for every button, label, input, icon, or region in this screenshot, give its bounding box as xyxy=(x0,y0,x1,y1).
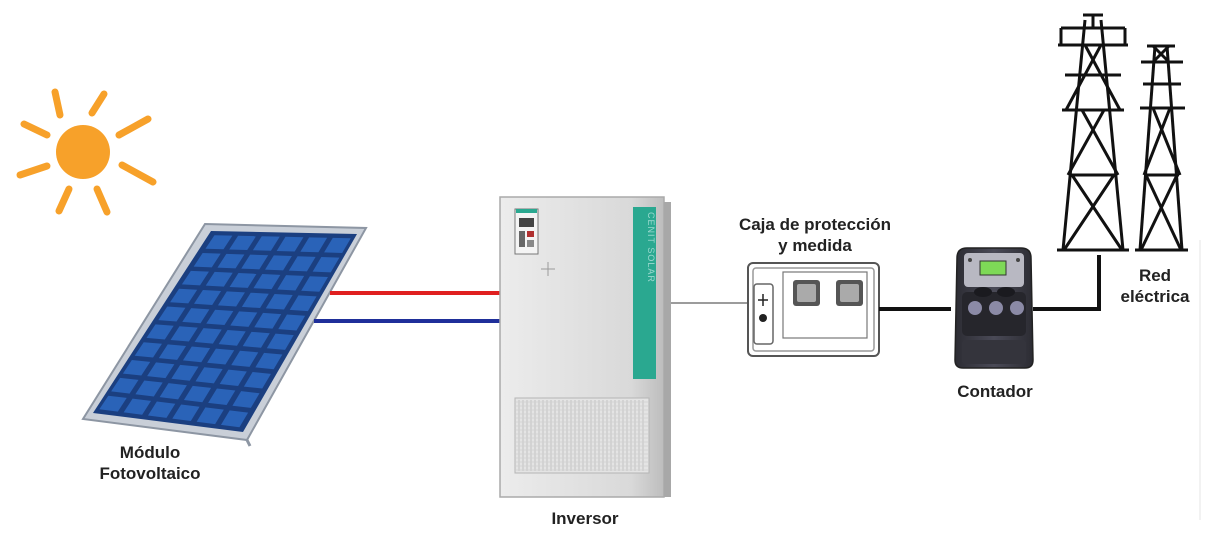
meter-to-grid-wire xyxy=(1033,255,1101,311)
solar-cell xyxy=(183,385,212,403)
inverter-vent xyxy=(516,400,648,471)
solar-cell xyxy=(300,237,328,253)
solar-cell xyxy=(158,344,187,360)
solar-cell xyxy=(159,383,187,400)
solar-cell xyxy=(277,275,305,291)
solar-cells xyxy=(99,235,351,428)
transmission-tower-large xyxy=(1057,13,1129,252)
solar-cell xyxy=(171,364,199,381)
label-grid: Red eléctrica xyxy=(1105,265,1205,307)
solar-cell xyxy=(205,271,233,287)
inverter-cabinet: CENIT SOLAR xyxy=(499,196,671,498)
solar-cell xyxy=(194,328,222,344)
solar-cell xyxy=(99,395,127,412)
label-protection-box: Caja de protección y medida xyxy=(715,214,915,256)
solar-cell xyxy=(312,257,340,273)
solar-cell xyxy=(218,329,246,346)
solar-cell xyxy=(195,367,223,384)
solar-cell xyxy=(265,255,292,271)
solar-cell xyxy=(122,360,151,376)
solar-cell xyxy=(220,410,249,428)
solar-cell xyxy=(194,290,222,305)
label-inverter: Inversor xyxy=(551,509,619,528)
solar-cell xyxy=(276,236,304,252)
solar-cell xyxy=(324,237,351,253)
solar-cell xyxy=(170,288,198,304)
solar-cell xyxy=(278,314,306,331)
transmission-tower-small xyxy=(1135,44,1188,252)
solar-cell xyxy=(289,295,317,312)
solar-panel xyxy=(81,222,368,447)
label-box-line2: y medida xyxy=(778,236,852,255)
solar-cell xyxy=(253,274,281,290)
solar-cell xyxy=(208,388,236,406)
solar-cell xyxy=(252,236,280,251)
brand-strip xyxy=(633,207,656,379)
solar-cell xyxy=(205,235,233,250)
solar-cell xyxy=(229,272,257,288)
solar-cell xyxy=(182,308,210,324)
label-module-line2: Fotovoltaico xyxy=(99,464,201,483)
solar-cell xyxy=(232,391,260,408)
solar-cell xyxy=(123,398,152,415)
solar-cell xyxy=(181,270,209,286)
solar-cell xyxy=(182,346,211,363)
solar-cell xyxy=(229,235,257,251)
label-box-line1: Caja de protección xyxy=(738,215,892,234)
solar-cell xyxy=(241,292,269,309)
move-icon xyxy=(541,262,555,276)
label-meter: Contador xyxy=(957,382,1033,401)
brand-text: CENIT SOLAR xyxy=(646,212,656,283)
solar-cell xyxy=(207,348,235,365)
solar-cell xyxy=(196,407,224,425)
solar-cell xyxy=(265,294,293,310)
solar-cell xyxy=(241,254,269,270)
solar-cell xyxy=(217,291,245,307)
label-grid-line1: Red xyxy=(1138,266,1172,285)
solar-cell xyxy=(111,377,139,394)
protection-box xyxy=(747,262,880,357)
solar-cell xyxy=(217,253,245,269)
label-module-line1: Módulo xyxy=(119,443,181,462)
solar-cell xyxy=(242,331,270,348)
label-grid-line2: eléctrica xyxy=(1120,287,1190,306)
solar-cell xyxy=(147,401,176,418)
solar-cell xyxy=(206,309,234,326)
solar-cell xyxy=(266,333,294,350)
fuse-icon xyxy=(759,314,767,322)
solar-cell xyxy=(288,256,316,272)
solar-cell xyxy=(243,372,271,389)
label-module: Módulo Fotovoltaico xyxy=(80,442,220,484)
solar-cell xyxy=(172,404,200,422)
solar-cell xyxy=(193,253,221,268)
meter-screen xyxy=(979,260,1007,276)
sun-icon xyxy=(16,88,157,216)
energy-meter xyxy=(954,247,1034,369)
solar-cell xyxy=(301,276,328,292)
solar-cell xyxy=(134,342,162,358)
solar-cell xyxy=(170,326,198,342)
solar-cell xyxy=(135,380,163,397)
solar-cell xyxy=(219,369,247,386)
solar-cell xyxy=(147,362,175,379)
solar-cell xyxy=(254,312,282,329)
solar-cell xyxy=(255,352,283,370)
solar-cell xyxy=(231,350,259,367)
solar-cell xyxy=(230,311,258,327)
solar-cell xyxy=(158,306,186,322)
solar-cell xyxy=(146,324,174,340)
